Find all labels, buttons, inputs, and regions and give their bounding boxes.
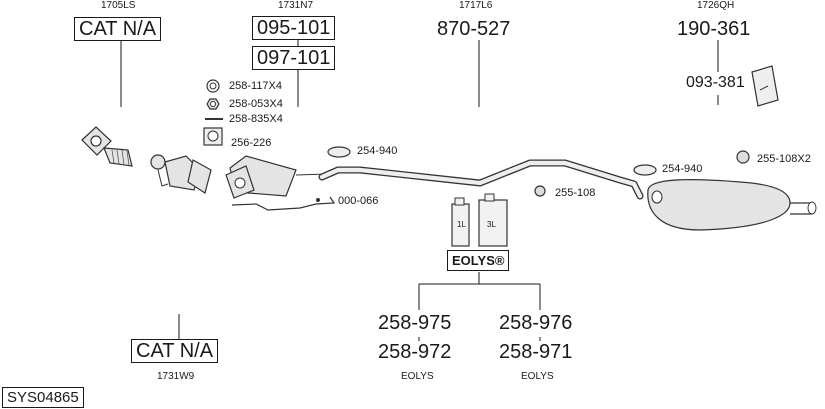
ref-bottom: 1731W9 (157, 371, 195, 382)
cat-na-top-box: CAT N/A (74, 17, 162, 41)
system-id-box: SYS04865 (2, 387, 84, 408)
ref-center: 1717L6 (459, 0, 493, 11)
label-254-940-b: 254-940 (662, 163, 703, 175)
part-097-box: 097-101 (252, 46, 336, 70)
label-258-835: 258-835X4 (229, 113, 283, 125)
catalyst-drawing (150, 154, 336, 211)
eolys-cans (451, 193, 508, 247)
eolys-brand-box: EOLYS® (447, 250, 510, 271)
label-255-108: 255-108 (555, 187, 596, 199)
eolys-right-top: 258-976 (499, 312, 573, 334)
label-258-117: 258-117X4 (229, 80, 283, 92)
label-254-940-a: 254-940 (357, 145, 398, 157)
eolys-left-top: 258-975 (378, 312, 452, 334)
rear-silencer-drawing (647, 179, 817, 231)
part-095-box: 095-101 (252, 16, 336, 40)
can-small-label: 1L (457, 220, 466, 229)
can-large-label: 3L (487, 220, 496, 229)
ref-rear: 1726QH (697, 0, 735, 11)
label-000-066: 000-066 (338, 195, 379, 207)
ref-cat: 1731N7 (278, 0, 314, 11)
hanger-kit-part: 093-381 (686, 74, 745, 91)
flex-pipe-drawing (81, 126, 133, 167)
rear-silencer-part: 190-361 (677, 18, 751, 40)
label-256-226: 256-226 (231, 137, 272, 149)
center-pipe-drawing (318, 146, 750, 200)
leader-lines (120, 40, 719, 341)
center-pipe-part: 870-527 (437, 18, 511, 40)
label-255-108x2: 255-108X2 (757, 153, 811, 165)
eolys-left-label: EOLYS (401, 371, 434, 382)
eolys-left-bottom: 258-972 (378, 341, 452, 363)
eolys-right-bottom: 258-971 (499, 341, 573, 363)
fastener-icons (203, 79, 223, 146)
eolys-right-label: EOLYS (521, 371, 554, 382)
hanger-kit-icon (751, 65, 779, 107)
ref-manifold: 1705LS (101, 0, 136, 11)
cat-na-bottom-box: CAT N/A (131, 339, 219, 363)
label-258-053: 258-053X4 (229, 98, 283, 110)
